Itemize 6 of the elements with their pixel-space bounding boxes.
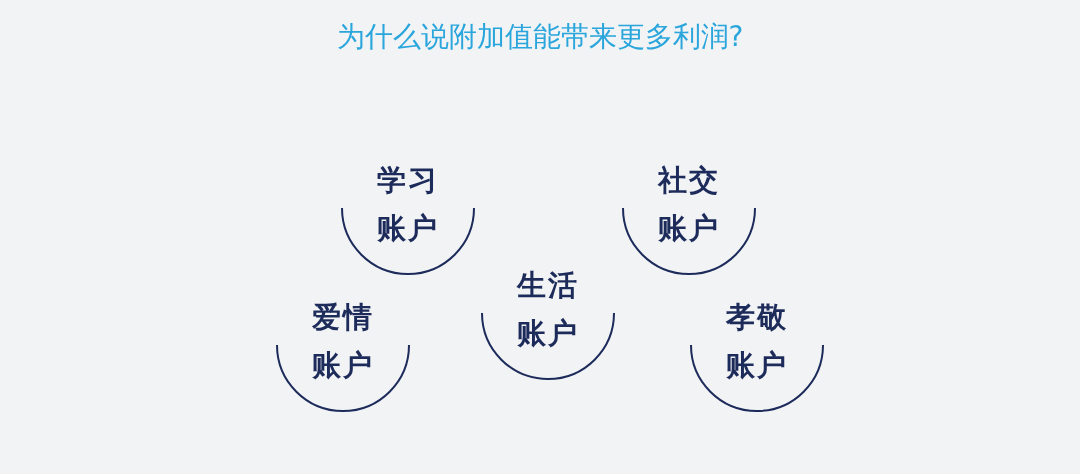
node-label: 学习账户: [376, 162, 440, 247]
node-label: 生活账户: [515, 267, 580, 352]
node-label: 爱情账户: [311, 299, 375, 384]
title: 为什么说附加值能带来更多利润?: [336, 20, 744, 53]
node-label: 孝敬账户: [725, 299, 789, 384]
node-label: 社交账户: [656, 162, 721, 247]
